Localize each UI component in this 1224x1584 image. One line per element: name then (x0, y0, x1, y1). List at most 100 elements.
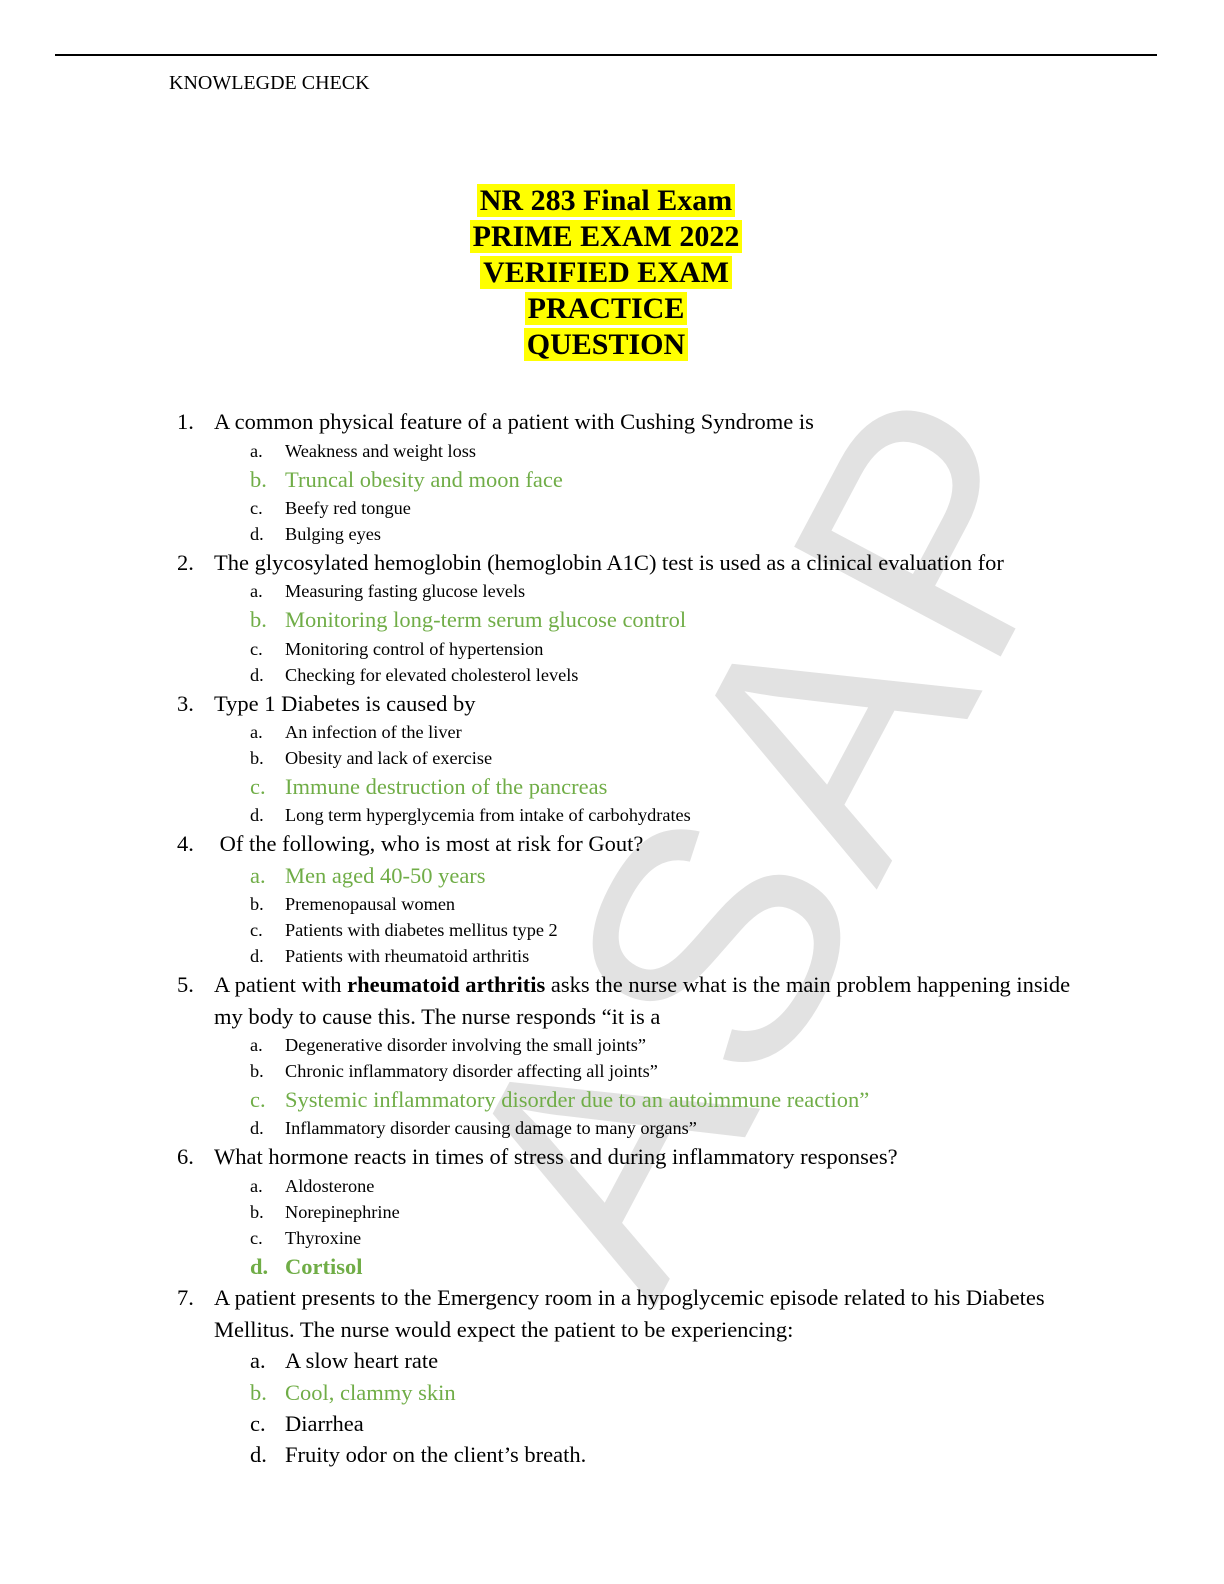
title-line-2: PRIME EXAM 2022 (469, 220, 743, 253)
question-text: The glycosylated hemoglobin (hemoglobin … (214, 549, 1004, 575)
answer-option: b. Obesity and lack of exercise (0, 745, 1224, 771)
question-number: 6. (177, 1144, 194, 1170)
question-6: 6. What hormone reacts in times of stress… (0, 1141, 1224, 1282)
answer-option: b. Norepinephrine (0, 1199, 1224, 1225)
option-letter: d. (250, 805, 264, 826)
page-header: KNOWLEGDE CHECK (169, 72, 370, 94)
option-text: Monitoring control of hypertension (285, 638, 544, 659)
option-letter: b. (250, 1379, 267, 1405)
question-2: 2. The glycosylated hemoglobin (hemoglobi… (0, 547, 1224, 688)
answer-option: b. Premenopausal women (0, 891, 1224, 917)
option-text: Checking for elevated cholesterol levels (285, 664, 579, 685)
correct-answer-option: b. Monitoring long-term serum glucose con… (0, 604, 1224, 635)
question-number: 3. (177, 690, 194, 716)
option-letter: d. (250, 1442, 267, 1468)
option-letter: b. (250, 1061, 264, 1082)
answer-option: c. Diarrhea (0, 1408, 1224, 1439)
option-letter: c. (250, 920, 263, 941)
question-3: 3.Type 1 Diabetes is caused by a.An infe… (0, 688, 1224, 829)
option-letter: a. (250, 1175, 263, 1196)
correct-answer-option: b. Truncal obesity and moon face (0, 464, 1224, 495)
option-text: Diarrhea (285, 1410, 364, 1436)
answer-option: d. Checking for elevated cholesterol leve… (0, 662, 1224, 688)
option-text: Patients with diabetes mellitus type 2 (285, 920, 558, 941)
question-number: 1. (177, 409, 194, 434)
answer-option: c. Thyroxine (0, 1225, 1224, 1251)
option-text: Cool, clammy skin (285, 1379, 456, 1405)
answer-option: c. Beefy red tongue (0, 495, 1224, 521)
correct-answer-option: d. Cortisol (0, 1251, 1224, 1282)
option-text: Patients with rheumatoid arthritis (285, 946, 530, 967)
answer-option: d. Bulging eyes (0, 521, 1224, 547)
option-text: Obesity and lack of exercise (285, 748, 493, 769)
option-letter: a. (250, 440, 263, 461)
answer-option: c. Monitoring control of hypertension (0, 636, 1224, 662)
question-number: 2. (177, 549, 194, 575)
option-letter: c. (250, 774, 266, 800)
option-letter: c. (250, 497, 263, 518)
option-text: Beefy red tongue (285, 497, 411, 518)
option-letter: a. (250, 1348, 266, 1374)
option-text: Degenerative disorder involving the smal… (285, 1035, 646, 1056)
option-letter: b. (250, 894, 264, 915)
option-text: Systemic inflammatory disorder due to an… (285, 1087, 870, 1113)
answer-option: c. Patients with diabetes mellitus type 2 (0, 917, 1224, 943)
option-text: Men aged 40-50 years (285, 862, 486, 888)
question-5: 5.A patient with rheumatoid arthritis as… (0, 969, 1224, 1141)
answer-option: d. Long term hyperglycemia from intake of… (0, 802, 1224, 828)
question-number: 4. (177, 831, 194, 857)
option-letter: a. (250, 862, 266, 888)
option-letter: b. (250, 748, 264, 769)
question-4: 4. Of the following, who is most at risk… (0, 828, 1224, 969)
option-letter: d. (250, 1253, 269, 1279)
question-text-emphasis: rheumatoid arthritis (347, 972, 546, 998)
option-letter: b. (250, 466, 267, 492)
title-line-4: PRACTICE (524, 292, 688, 325)
answer-option: a. Weakness and weight loss (0, 438, 1224, 464)
question-text: A common physical feature of a patient w… (214, 409, 814, 434)
option-letter: b. (250, 1201, 264, 1222)
question-text: A patient presents to the Emergency room… (214, 1285, 1045, 1342)
option-text: Truncal obesity and moon face (285, 466, 563, 492)
option-letter: b. (250, 607, 267, 633)
option-letter: d. (250, 1118, 264, 1139)
question-text-end: asks the nurse what is the main problem … (214, 972, 1076, 1029)
option-letter: a. (250, 1035, 263, 1056)
correct-answer-option: a. Men aged 40-50 years (0, 860, 1224, 891)
option-text: Weakness and weight loss (285, 440, 476, 461)
answer-option: d. Inflammatory disorder causing damage t… (0, 1115, 1224, 1141)
option-text: Monitoring long-term serum glucose contr… (285, 607, 687, 633)
option-letter: c. (250, 1410, 266, 1436)
title-line-3: VERIFIED EXAM (480, 256, 732, 289)
option-text: Premenopausal women (285, 894, 456, 915)
question-text: Of the following, who is most at risk fo… (214, 831, 644, 857)
option-text: Aldosterone (285, 1175, 375, 1196)
option-letter: d. (250, 946, 264, 967)
title-line-1: NR 283 Final Exam (476, 184, 736, 217)
answer-option: a. Aldosterone (0, 1173, 1224, 1199)
option-text: Bulging eyes (285, 523, 381, 544)
option-letter: c. (250, 638, 263, 659)
option-text: Inflammatory disorder causing damage to … (285, 1118, 697, 1139)
top-rule (55, 54, 1157, 56)
option-text: Thyroxine (285, 1227, 362, 1248)
option-text: Fruity odor on the client’s breath. (285, 1442, 587, 1468)
correct-answer-option: c.Immune destruction of the pancreas (0, 771, 1224, 802)
option-letter: d. (250, 523, 264, 544)
correct-answer-option: c. Systemic inflammatory disorder due to … (0, 1084, 1224, 1115)
option-letter: d. (250, 664, 264, 685)
answer-option: a.An infection of the liver (0, 719, 1224, 745)
option-letter: c. (250, 1227, 263, 1248)
answer-option: a. Measuring fasting glucose levels (0, 578, 1224, 604)
option-text: Measuring fasting glucose levels (285, 581, 526, 602)
option-text: An infection of the liver (285, 722, 462, 743)
option-text: Cortisol (285, 1253, 363, 1279)
question-text: What hormone reacts in times of stress a… (214, 1144, 898, 1170)
question-7: 7.A patient presents to the Emergency ro… (0, 1282, 1224, 1470)
question-list: 1. A common physical feature of a patient… (0, 406, 1224, 1470)
option-text: Norepinephrine (285, 1201, 400, 1222)
correct-answer-option: b. Cool, clammy skin (0, 1377, 1224, 1408)
option-letter: a. (250, 581, 263, 602)
option-text: Long term hyperglycemia from intake of c… (285, 805, 691, 826)
option-letter: c. (250, 1087, 266, 1113)
